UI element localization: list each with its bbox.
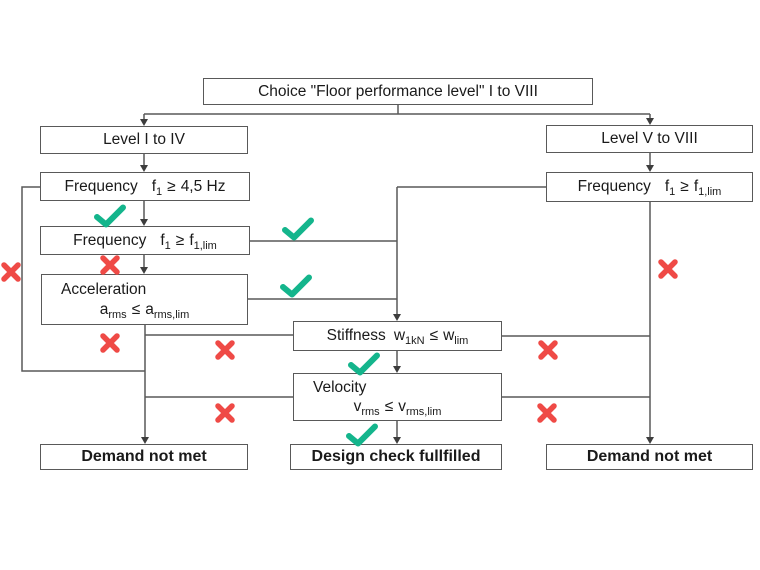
node-label: Frequency [73, 231, 147, 249]
node-design-check-fulfilled: Design check fullfilled [290, 444, 502, 470]
cross-icon [214, 402, 236, 424]
cross-icon [657, 258, 679, 280]
node-label: Stiffness [326, 327, 386, 345]
node-label: Velocity [313, 378, 367, 396]
cross-icon [214, 339, 236, 361]
node-formula: vrms≤vrms,lim [353, 398, 442, 419]
cross-icon [99, 332, 121, 354]
node-label: Level I to IV [103, 131, 185, 149]
node-velocity: Velocity vrms≤vrms,lim [293, 373, 502, 421]
cross-icon [537, 339, 559, 361]
node-choice-performance-level: Choice "Floor performance level" I to VI… [203, 78, 593, 105]
check-icon [345, 423, 379, 447]
node-level-1-to-4: Level I to IV [40, 126, 248, 154]
node-label: Frequency [577, 178, 651, 196]
node-formula: f1≥f1,lim [664, 178, 722, 199]
cross-icon [536, 402, 558, 424]
cross-icon [99, 254, 121, 276]
node-label: Level V to VIII [601, 130, 698, 148]
node-demand-not-met-left: Demand not met [40, 444, 248, 470]
node-stiffness: Stiffness w1kN≤wlim [293, 321, 502, 351]
node-frequency-limit-right: Frequency f1≥f1,lim [546, 172, 753, 202]
node-frequency-45hz: Frequency f1≥4,5 Hz [40, 172, 250, 201]
cross-icon [0, 261, 22, 283]
node-formula: f1≥4,5 Hz [151, 177, 226, 199]
node-label: Frequency [64, 177, 138, 195]
check-icon [281, 217, 315, 241]
check-icon [93, 204, 127, 228]
node-formula: arms≤arms,lim [99, 300, 190, 321]
node-label: Demand not met [586, 448, 713, 466]
node-label: Design check fullfilled [311, 448, 481, 466]
check-icon [279, 274, 313, 298]
node-demand-not-met-right: Demand not met [546, 444, 753, 470]
node-label: Choice "Floor performance level" I to VI… [258, 82, 538, 100]
node-level-5-to-8: Level V to VIII [546, 125, 753, 153]
node-frequency-limit-left: Frequency f1≥f1,lim [40, 226, 250, 255]
check-icon [347, 352, 381, 376]
node-acceleration: Acceleration arms≤arms,lim [41, 274, 248, 325]
node-label: Demand not met [81, 448, 207, 466]
node-formula: f1≥f1,lim [160, 231, 217, 253]
node-label: Acceleration [61, 281, 147, 299]
node-formula: w1kN≤wlim [393, 327, 469, 348]
